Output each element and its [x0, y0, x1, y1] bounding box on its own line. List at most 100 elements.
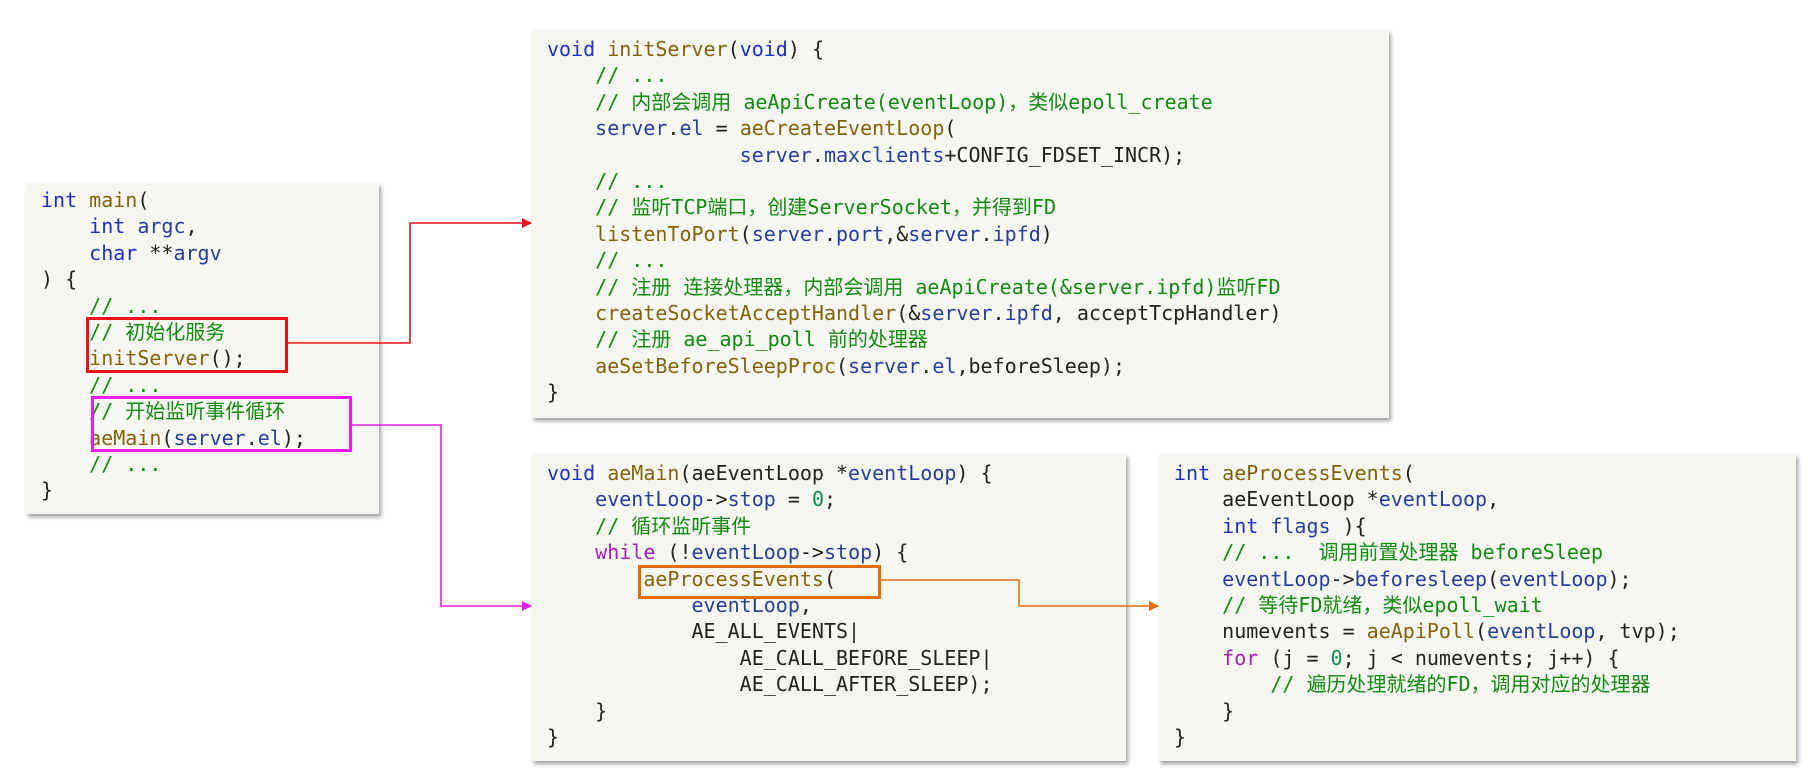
code-line: // 注册 ae_api_poll 前的处理器: [547, 326, 1282, 352]
code-text: ;: [823, 487, 837, 512]
code-line: createSocketAcceptHandler(&server.ipfd, …: [547, 300, 1282, 326]
code-line: }: [41, 477, 306, 503]
code-text: ,: [185, 214, 198, 239]
code-line: // ...: [41, 451, 306, 477]
code-line: // ... 调用前置处理器 beforeSleep: [1174, 539, 1680, 565]
number-literal: 0: [811, 487, 824, 512]
code-text: ) {: [956, 461, 993, 485]
code-text: numevents =: [1174, 619, 1367, 644]
function-name: aeApiPoll: [1366, 619, 1476, 644]
function-name: createSocketAcceptHandler: [595, 300, 897, 325]
variable: argv: [173, 240, 222, 265]
code-text: }: [1174, 724, 1187, 749]
comment: // ...: [89, 293, 162, 318]
comment: // 遍历处理就绪的FD，调用对应的处理器: [1270, 672, 1651, 697]
code-text: (: [137, 188, 150, 212]
comment: // 监听TCP端口，创建ServerSocket，并得到FD: [595, 195, 1056, 220]
keyword: void: [739, 37, 788, 61]
code-line: }: [1174, 724, 1680, 750]
code-line: }: [1174, 698, 1680, 724]
comment: // 内部会调用 aeApiCreate(eventLoop)，类似epoll_…: [595, 89, 1213, 114]
comment: // ...: [595, 63, 668, 88]
comment: // ... 调用前置处理器 beforeSleep: [1222, 540, 1603, 565]
code-line: server.el = aeCreateEventLoop(: [547, 115, 1282, 141]
keyword: int: [41, 188, 78, 212]
code-line: while (!eventLoop->stop) {: [547, 539, 993, 565]
code-text: (!: [655, 540, 692, 565]
variable: ipfd: [992, 221, 1041, 246]
comment: // ...: [89, 372, 162, 397]
keyword: void: [547, 461, 596, 485]
keyword: void: [547, 37, 596, 61]
code-text: );: [281, 425, 306, 450]
variable: server: [595, 116, 668, 141]
code-line: // 遍历处理就绪的FD，调用对应的处理器: [1174, 671, 1680, 697]
comment: // ...: [89, 451, 162, 476]
init-server-panel: [532, 30, 1389, 418]
function-name: listenToPort: [595, 221, 740, 246]
code-text: ();: [209, 346, 246, 371]
code-text: (&: [896, 300, 921, 325]
variable: el: [932, 353, 957, 378]
code-text: ->: [703, 487, 728, 512]
variable: eventLoop: [1222, 566, 1331, 591]
code-text: =: [703, 116, 740, 141]
code-line: void aeMain(aeEventLoop *eventLoop) {: [547, 460, 993, 486]
variable: stop: [727, 487, 776, 512]
code-text: );: [1607, 566, 1632, 591]
code-line: int argc,: [41, 213, 306, 239]
ae-process-events-code: int aeProcessEvents( aeEventLoop *eventL…: [1174, 460, 1680, 750]
code-line: // 注册 连接处理器，内部会调用 aeApiCreate(&server.ip…: [547, 274, 1282, 300]
code-line: // 内部会调用 aeApiCreate(eventLoop)，类似epoll_…: [547, 89, 1282, 115]
code-text: ; j < numevents; j++) {: [1342, 645, 1620, 670]
code-line: // ...: [547, 168, 1282, 194]
main-panel: [26, 183, 379, 514]
code-text: (j =: [1258, 645, 1331, 670]
code-text: ->: [1330, 566, 1355, 591]
code-text: (: [739, 221, 752, 246]
code-text: (: [944, 116, 957, 141]
code-line: // 循环监听事件: [547, 513, 993, 539]
variable: beforesleep: [1354, 566, 1488, 591]
code-text: , tvp);: [1595, 619, 1680, 644]
variable: flags: [1270, 513, 1331, 538]
code-text: (: [823, 566, 836, 591]
variable: server: [173, 425, 246, 450]
variable: el: [679, 116, 704, 141]
function-name: aeCreateEventLoop: [739, 116, 945, 141]
code-text: aeEventLoop *: [1174, 487, 1379, 512]
code-text: .: [245, 425, 258, 450]
code-text: ) {: [872, 540, 909, 565]
variable: server: [751, 221, 824, 246]
variable: argc: [137, 214, 186, 239]
code-text: .: [667, 116, 680, 141]
code-line: // 监听TCP端口，创建ServerSocket，并得到FD: [547, 194, 1282, 220]
code-line: numevents = aeApiPoll(eventLoop, tvp);: [1174, 618, 1680, 644]
code-text: ) {: [787, 37, 824, 61]
keyword: int: [1222, 513, 1259, 538]
function-name: aeMain: [89, 425, 162, 450]
function-name: initServer: [607, 37, 728, 61]
variable: server: [920, 300, 993, 325]
variable: eventLoop: [1487, 619, 1596, 644]
code-line: char **argv: [41, 240, 306, 266]
code-text: , acceptTcpHandler): [1052, 300, 1282, 325]
code-text: .: [920, 353, 933, 378]
code-line: AE_ALL_EVENTS|: [547, 618, 993, 644]
code-line: // 等待FD就绪，类似epoll_wait: [1174, 592, 1680, 618]
init-server-code: void initServer(void) { // ... // 内部会调用 …: [547, 36, 1282, 405]
code-text: (: [161, 425, 174, 450]
code-line: int aeProcessEvents(: [1174, 460, 1680, 486]
code-line: int flags ){: [1174, 513, 1680, 539]
code-text: .: [992, 300, 1005, 325]
variable: eventLoop: [595, 487, 704, 512]
code-line: // 初始化服务: [41, 319, 306, 345]
comment: // 注册 连接处理器，内部会调用 aeApiCreate(&server.ip…: [595, 274, 1281, 299]
code-text: ,: [1487, 487, 1500, 512]
code-text: (: [1402, 461, 1415, 485]
comment: // 注册 ae_api_poll 前的处理器: [595, 327, 928, 352]
code-text: =: [775, 487, 812, 512]
variable: server: [908, 221, 981, 246]
code-line: aeEventLoop *eventLoop,: [1174, 486, 1680, 512]
code-text: +CONFIG_FDSET_INCR);: [944, 142, 1186, 167]
